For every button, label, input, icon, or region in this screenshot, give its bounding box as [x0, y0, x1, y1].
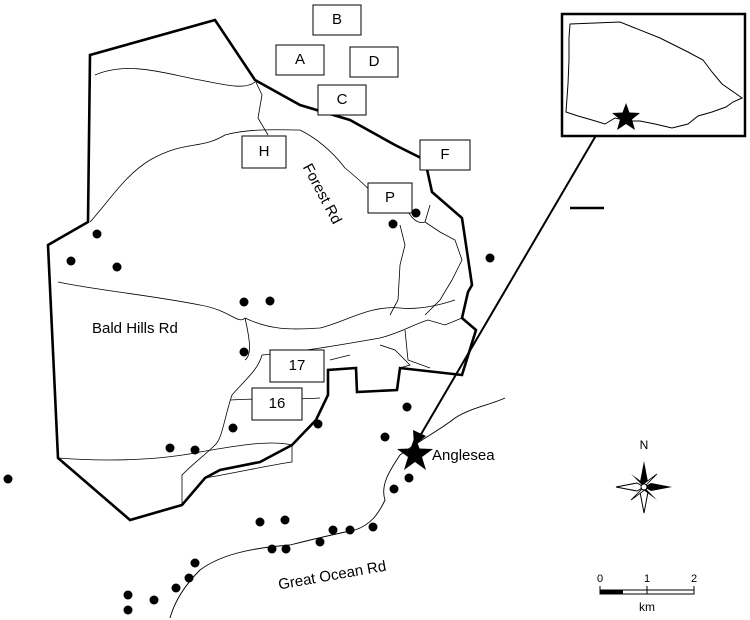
sample-point	[123, 590, 133, 600]
sample-point	[190, 558, 200, 568]
inset-star-icon	[612, 103, 640, 130]
road-network	[57, 68, 463, 505]
site-box-label: A	[295, 51, 305, 68]
site-box-label: F	[440, 146, 449, 163]
sample-point	[389, 484, 399, 494]
sample-point	[184, 573, 194, 583]
sample-point	[402, 402, 412, 412]
sample-point	[315, 537, 325, 547]
site-box-D: D	[349, 46, 399, 78]
great-ocean-rd-label: Great Ocean Rd	[277, 558, 388, 594]
scale-bar	[599, 586, 695, 595]
sample-point	[280, 515, 290, 525]
sample-point	[281, 544, 291, 554]
site-box-17: 17	[269, 349, 325, 383]
sample-point	[112, 262, 122, 272]
site-box-label: D	[369, 53, 380, 70]
site-box-A: A	[275, 44, 325, 76]
scale-unit: km	[639, 600, 655, 614]
sample-point	[388, 219, 398, 229]
sample-point	[165, 443, 175, 453]
victoria-outline	[565, 21, 744, 129]
leader-arrowhead-icon	[413, 430, 426, 446]
sample-point	[345, 525, 355, 535]
scale-tick-2: 2	[691, 573, 697, 585]
site-box-H: H	[241, 135, 287, 169]
north-label: N	[640, 438, 649, 452]
sample-point	[485, 253, 495, 263]
sample-point	[92, 229, 102, 239]
site-box-label: 17	[289, 357, 306, 374]
scale-tick-1: 1	[644, 573, 650, 585]
site-box-label: C	[337, 91, 348, 108]
site-box-label: 16	[269, 395, 286, 412]
compass-rose-icon	[615, 461, 672, 514]
sample-point	[265, 296, 275, 306]
sample-point	[239, 297, 249, 307]
sample-point	[368, 522, 378, 532]
sample-point	[190, 445, 200, 455]
inset-locator-map	[560, 12, 747, 138]
inset-leader-line	[419, 131, 599, 437]
sample-point	[149, 595, 159, 605]
sample-point	[328, 525, 338, 535]
scale-tick-0: 0	[597, 573, 603, 585]
site-box-F: F	[419, 139, 471, 171]
sample-point	[66, 256, 76, 266]
anglesea-star-icon	[397, 436, 433, 470]
sample-point	[123, 605, 133, 615]
site-box-16: 16	[251, 387, 303, 421]
site-box-B: B	[312, 4, 362, 36]
site-box-P: P	[367, 182, 413, 214]
sample-point	[411, 208, 421, 218]
site-box-C: C	[317, 84, 367, 116]
sample-point	[404, 473, 414, 483]
forest-rd-label: Forest Rd	[299, 161, 345, 227]
sample-point	[171, 583, 181, 593]
site-box-label: P	[385, 189, 395, 206]
site-box-label: H	[259, 143, 270, 160]
sample-point	[239, 347, 249, 357]
sample-point	[313, 419, 323, 429]
coastline	[169, 397, 506, 619]
sample-point	[228, 423, 238, 433]
bald-hills-rd-label: Bald Hills Rd	[92, 320, 178, 337]
sample-point	[3, 474, 13, 484]
sample-point	[255, 517, 265, 527]
sample-points	[3, 208, 495, 615]
sample-point	[380, 432, 390, 442]
site-boxes: B A D C H F P 17	[241, 4, 471, 421]
site-box-label: B	[332, 11, 342, 28]
sample-point	[267, 544, 277, 554]
anglesea-label: Anglesea	[432, 447, 495, 464]
